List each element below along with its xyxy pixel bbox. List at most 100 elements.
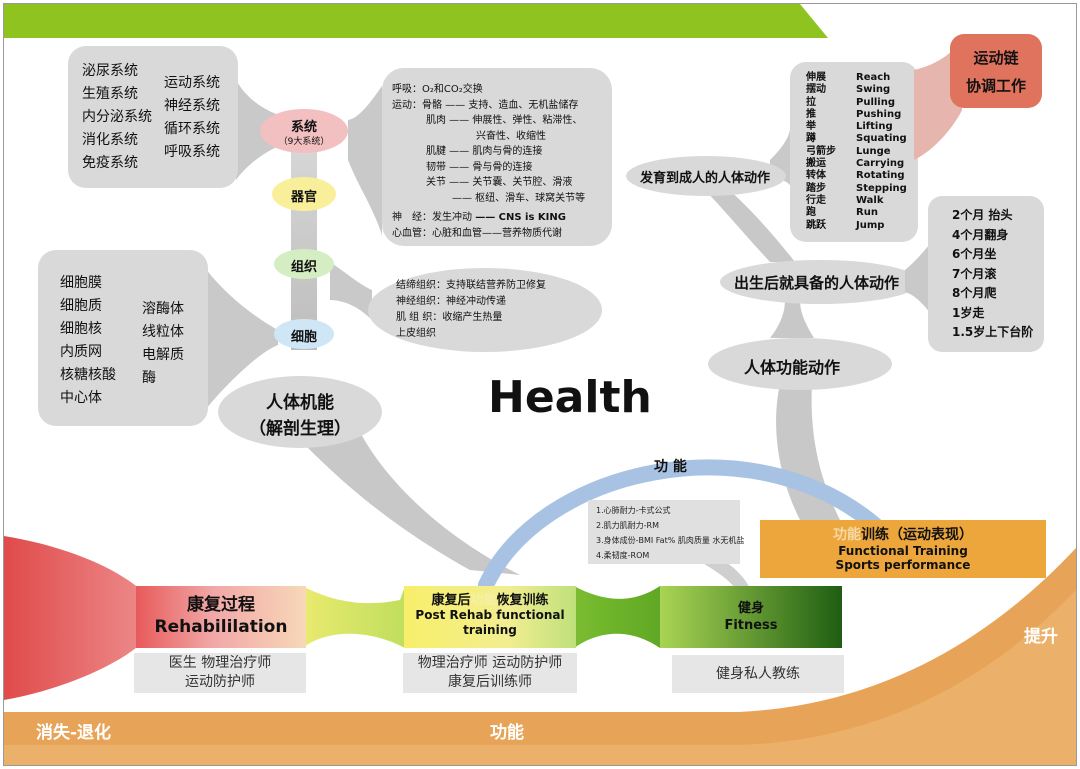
- kinetic-chain-label: 运动链 协调工作: [950, 44, 1042, 100]
- milestone-item: 1岁走: [952, 305, 985, 320]
- fitness-box-bg: [660, 586, 842, 648]
- funnel-cells: [205, 268, 278, 410]
- cells-list-2: 溶酶体 线粒体 电解质 酶: [142, 298, 184, 390]
- tissue-detail-bg: [368, 268, 602, 352]
- bottom-orange-strip: [4, 548, 1076, 745]
- fitness-tests-bg: [588, 500, 740, 564]
- tissue-item: 神经组织：神经冲动传递: [396, 296, 506, 307]
- movement-en: Run: [856, 207, 878, 219]
- system-detail: 呼吸：O₂和CO₂交换 运动：骨骼 —— 支持、造血、无机盐储存 肌肉 —— 伸…: [392, 82, 585, 241]
- cell-item: 细胞核: [60, 321, 102, 337]
- detail-respiration: 呼吸：O₂和CO₂交换: [392, 84, 483, 95]
- function-arc: [478, 459, 883, 593]
- systems-box-bg: [68, 46, 238, 188]
- fitness-test-item: 2.肌力肌耐力-RM: [596, 521, 659, 530]
- movement-row: 搬运 Carrying: [806, 158, 907, 170]
- axis-center: 功能: [490, 723, 524, 743]
- movement-cn: 摆动: [806, 84, 826, 96]
- cells-list-1: 细胞膜 细胞质 细胞核 内质网 核糖核酸 中心体: [60, 272, 116, 410]
- detail-joint: 关节 —— 关节囊、关节腔、滑液: [426, 177, 573, 188]
- milestone-item: 6个月坐: [952, 247, 997, 261]
- post-cn1: 康复后: [431, 593, 471, 608]
- system-item: 消化系统: [82, 132, 138, 148]
- detail-muscle: 肌肉 —— 伸展性、弹性、粘滞性、: [426, 115, 583, 126]
- movement-en: Pushing: [856, 108, 902, 120]
- stem-birth-function: [770, 300, 814, 338]
- funnel-detail: [348, 86, 382, 235]
- milestones-list: 2个月 抬头 4个月翻身 6个月坐 7个月滚 8个月爬 1岁走 1.5岁上下台阶: [952, 206, 1033, 343]
- cell-item: 中心体: [60, 390, 102, 406]
- movement-cn: 搬运: [806, 158, 826, 170]
- milestones-bg: [928, 196, 1044, 352]
- axis-left: 消失-退化: [36, 723, 112, 743]
- movement-cn: 弓箭步: [806, 145, 836, 157]
- human-function-bg: [218, 376, 382, 448]
- functional-en1: Functional Training: [838, 544, 968, 558]
- movement-cn: 推: [806, 108, 816, 120]
- node-tissue: [274, 249, 334, 279]
- movement-cn: 拉: [806, 96, 816, 108]
- tissue-item: 肌 组 织：收缩产生热量: [396, 312, 503, 323]
- movement-cn: 伸展: [806, 72, 826, 83]
- node-system-label: 系统: [290, 120, 317, 135]
- stem-dev-birth: [700, 182, 795, 262]
- role-item: 医生 物理治疗师: [168, 655, 272, 671]
- detail-nerve-value: —— CNS is KING: [475, 212, 566, 223]
- fitness-test-item: 1.心肺耐力-卡式公式: [596, 506, 671, 515]
- tissue-detail: 结缔组织：支持联结营养防卫修复 神经组织：神经冲动传递 肌 组 织：收缩产生热量…: [396, 278, 546, 342]
- post-rehab-label: 康复后功能恢复训练 Post Rehab functional training: [404, 593, 576, 638]
- system-item: 运动系统: [164, 75, 220, 91]
- system-item: 呼吸系统: [164, 144, 220, 160]
- human-function-line2: （解剖生理）: [249, 419, 351, 439]
- dev-label: 发育到成人的人体动作: [640, 171, 771, 186]
- functional-cn: 训练（运动表现）: [861, 527, 973, 543]
- node-organ: [272, 177, 336, 211]
- milestone-item: 8个月爬: [952, 286, 997, 300]
- post-en1: Post Rehab functional: [415, 608, 565, 622]
- cell-box-bg: [38, 250, 208, 426]
- human-function-line1: 人体机能: [266, 393, 334, 413]
- movement-en: Jump: [856, 219, 885, 231]
- system-item: 循环系统: [164, 121, 220, 137]
- fitness-test-item: 3.身体成份-BMI Fat% 肌肉质量 水无机盐: [596, 536, 745, 545]
- cell-item: 线粒体: [142, 324, 184, 340]
- birth-label: 出生后就具备的人体动作: [734, 274, 900, 292]
- systems-list-2: 运动系统 神经系统 循环系统 呼吸系统: [164, 72, 220, 164]
- movement-en: Rotating: [856, 170, 905, 182]
- cell-item: 细胞质: [60, 298, 102, 314]
- milestone-item: 4个月翻身: [952, 227, 1009, 242]
- funnel-tissue: [330, 262, 372, 320]
- post-cn2: 恢复训练: [496, 593, 549, 608]
- detail-tendon: 肌腱 —— 肌肉与骨的连接: [426, 146, 543, 157]
- role-item: 康复后训练师: [448, 674, 532, 690]
- cell-item: 电解质: [142, 347, 184, 363]
- detail-muscle-cont: 兴奋性、收缩性: [476, 130, 546, 142]
- fitness-en: Fitness: [724, 618, 778, 633]
- post-highlight: 功能: [470, 593, 497, 608]
- kinetic-line2: 协调工作: [965, 77, 1026, 95]
- movement-cn: 行走: [806, 194, 826, 206]
- movement-cn: 踏步: [806, 182, 826, 194]
- top-green-bar: [4, 4, 828, 38]
- cell-item: 溶酶体: [142, 301, 184, 317]
- post-rehab-box-bg: [404, 586, 576, 648]
- movement-en: Carrying: [856, 158, 905, 170]
- detail-motion: 运动：骨骼 —— 支持、造血、无机盐储存: [392, 99, 579, 111]
- movement-en: Swing: [856, 84, 891, 96]
- detail-cardio: 心血管：心脏和血管——营养物质代谢: [392, 227, 562, 239]
- movement-row: 推 Pushing: [806, 109, 907, 121]
- functional-training-bg: [760, 520, 1046, 578]
- fitness-roles: 健身私人教练: [672, 655, 844, 693]
- post-en2: training: [463, 623, 517, 637]
- system-detail-bg: [382, 68, 612, 246]
- node-system-sub: （9大系统）: [278, 137, 330, 147]
- human-function-label: 人体机能 （解剖生理）: [228, 390, 372, 442]
- detail-joint-cont: —— 枢纽、滑车、球窝关节等: [452, 192, 586, 204]
